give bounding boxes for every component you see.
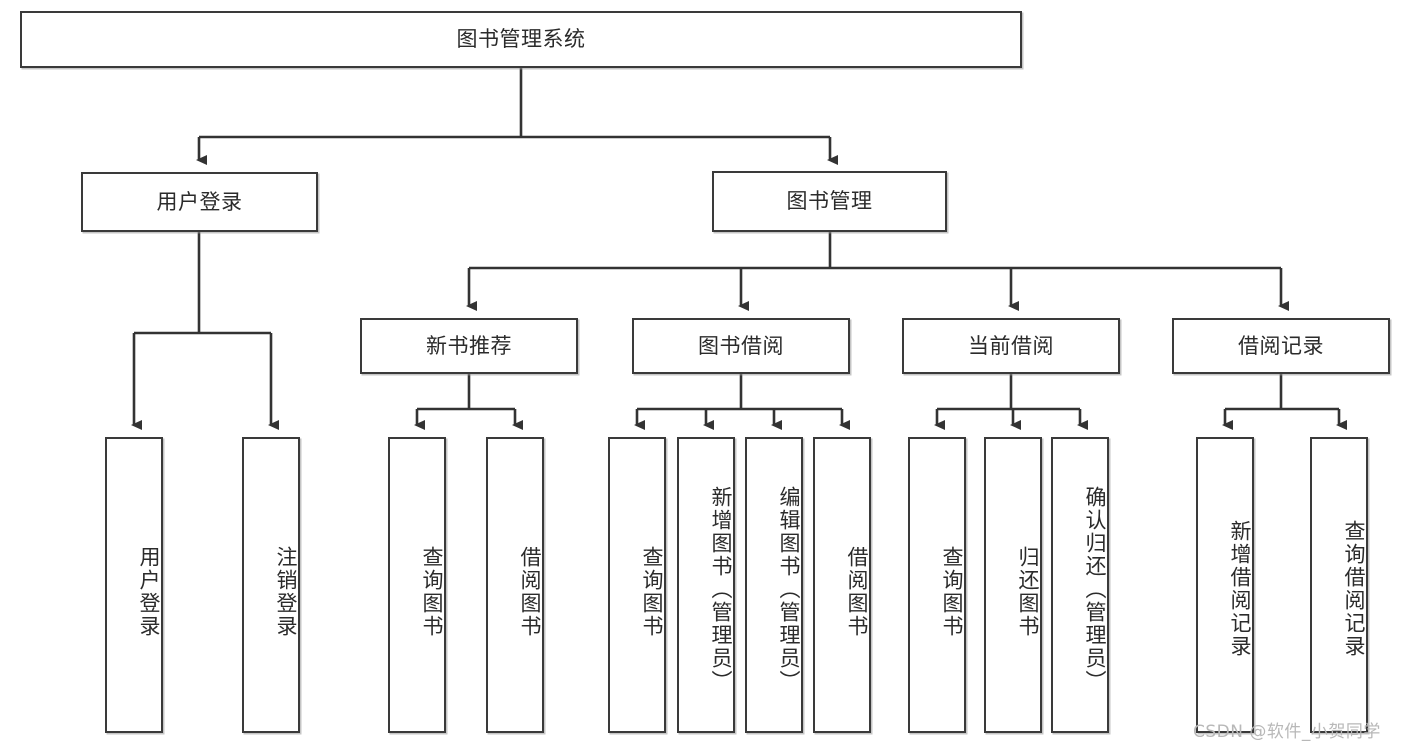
node-label: 图书借阅 — [698, 333, 784, 358]
leaf-edit-book-admin[interactable]: 编辑图书（管理员） — [745, 437, 803, 733]
node-borrowing-records[interactable]: 借阅记录 — [1172, 318, 1390, 374]
node-label: 图书管理 — [786, 189, 873, 214]
node-label: 图书管理系统 — [456, 27, 586, 52]
node-label: 查询图书 — [420, 546, 444, 638]
leaf-borrow-books-newbook[interactable]: 借阅图书 — [486, 437, 544, 733]
leaf-query-books-borrow[interactable]: 查询图书 — [608, 437, 666, 733]
node-user-login[interactable]: 用户登录 — [81, 172, 318, 232]
leaf-confirm-return-admin[interactable]: 确认归还（管理员） — [1051, 437, 1109, 733]
leaf-add-book-admin[interactable]: 新增图书（管理员） — [677, 437, 735, 733]
leaf-user-login[interactable]: 用户登录 — [105, 437, 163, 733]
node-label: 当前借阅 — [968, 333, 1054, 358]
leaf-borrow-books[interactable]: 借阅图书 — [813, 437, 871, 733]
leaf-add-borrow-record[interactable]: 新增借阅记录 — [1196, 437, 1254, 733]
leaf-return-books[interactable]: 归还图书 — [984, 437, 1042, 733]
node-label: 用户登录 — [156, 189, 243, 214]
node-label: 借阅图书 — [518, 546, 542, 638]
node-new-book-recommendation[interactable]: 新书推荐 — [360, 318, 578, 374]
node-label: 用户登录 — [137, 546, 161, 638]
node-label: 新书推荐 — [426, 333, 512, 358]
node-current-borrowing[interactable]: 当前借阅 — [902, 318, 1120, 374]
leaf-logout[interactable]: 注销登录 — [242, 437, 300, 733]
node-label: 借阅记录 — [1238, 333, 1324, 358]
node-label: 查询图书 — [940, 546, 964, 638]
node-book-borrowing[interactable]: 图书借阅 — [632, 318, 850, 374]
node-label: 借阅图书 — [845, 546, 869, 638]
leaf-query-books-current[interactable]: 查询图书 — [908, 437, 966, 733]
node-label: 编辑图书（管理员） — [777, 485, 801, 693]
node-label: 注销登录 — [274, 546, 298, 638]
leaf-query-borrow-record[interactable]: 查询借阅记录 — [1310, 437, 1368, 733]
csdn-watermark: CSDN @软件_小贺同学 — [1193, 722, 1381, 742]
node-root-book-management-system[interactable]: 图书管理系统 — [20, 11, 1022, 68]
leaf-query-books-newbook[interactable]: 查询图书 — [388, 437, 446, 733]
node-label: 查询图书 — [640, 546, 664, 638]
node-book-management[interactable]: 图书管理 — [712, 171, 947, 232]
node-label: 新增借阅记录 — [1228, 520, 1252, 658]
node-label: 确认归还（管理员） — [1083, 485, 1107, 693]
node-label: 新增图书（管理员） — [709, 485, 733, 693]
node-label: 归还图书 — [1016, 546, 1040, 638]
node-label: 查询借阅记录 — [1342, 520, 1366, 658]
